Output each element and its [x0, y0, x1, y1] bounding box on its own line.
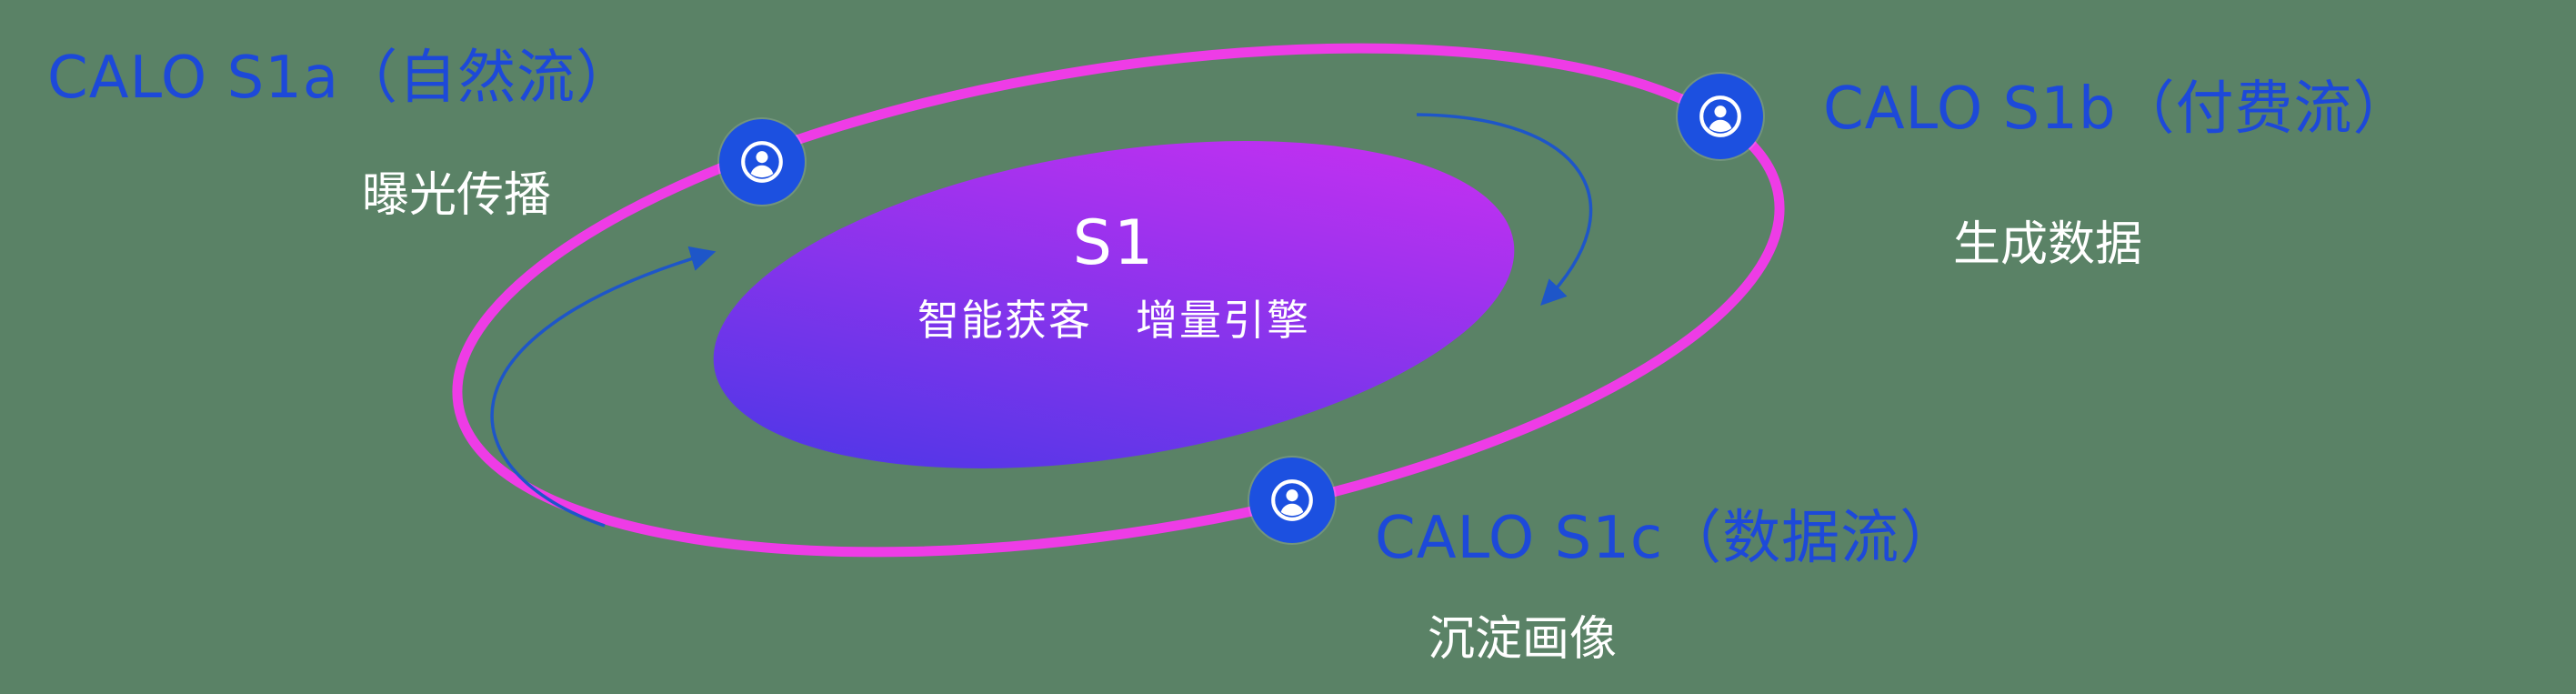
node-label-s1a: CALO S1a（自然流） [47, 45, 636, 112]
flow-arrow-left-icon [490, 246, 717, 528]
node-sublabel-s1a: 曝光传播 [362, 168, 552, 223]
center-ellipse [713, 141, 1515, 468]
orbit-node-s1a [719, 119, 805, 205]
center-subtitle: 智能获客 增量引擎 [917, 296, 1310, 345]
person-circle-icon [741, 141, 783, 183]
orbit-node-s1c [1249, 458, 1335, 543]
person-circle-icon [1699, 96, 1741, 137]
center-title: S1 [1072, 207, 1156, 279]
flow-arrow-right-icon [1416, 113, 1593, 307]
person-circle-icon [1271, 479, 1313, 521]
orbit-ring [452, 43, 1785, 558]
node-sublabel-s1b: 生成数据 [1953, 217, 2143, 272]
node-label-s1c: CALO S1c（数据流） [1375, 505, 1960, 572]
node-sublabel-s1c: 沉淀画像 [1428, 612, 1618, 667]
orbit-node-s1b [1678, 74, 1763, 159]
node-label-s1b: CALO S1b（付费流） [1823, 75, 2412, 143]
